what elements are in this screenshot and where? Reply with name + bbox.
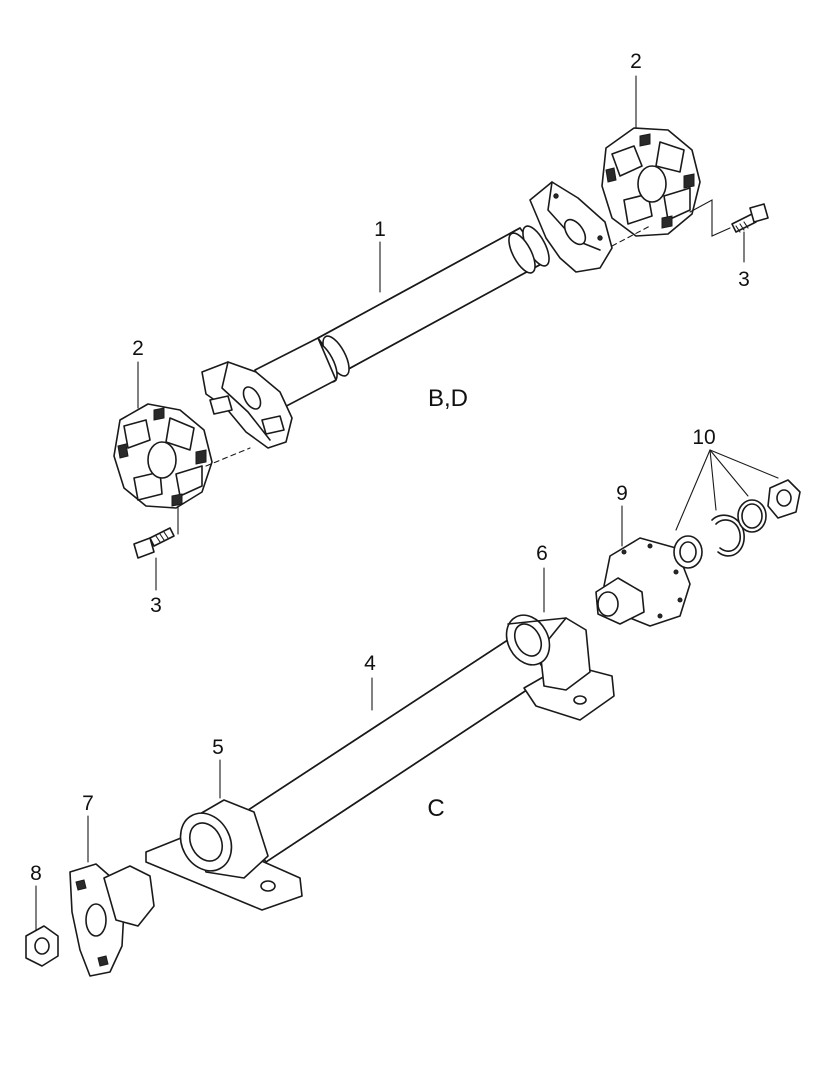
- callout-10: 10: [692, 426, 715, 449]
- flexible-coupling-left: [113, 403, 213, 509]
- callout-3-right: 3: [738, 268, 750, 291]
- snap-ring: [711, 514, 745, 557]
- callout-2-top: 2: [630, 50, 642, 73]
- callout-9: 9: [616, 482, 628, 505]
- shaft-right-flange-yoke: [529, 181, 613, 273]
- center-bearing-support-right: [505, 614, 615, 721]
- coupling-bolt-left: [133, 527, 175, 559]
- callout-1: 1: [374, 218, 386, 241]
- leader-lines: [35, 75, 779, 931]
- center-bearing-support-left: [145, 799, 303, 911]
- callout-4: 4: [364, 652, 376, 675]
- callout-6: 6: [536, 542, 548, 565]
- o-ring: [737, 499, 767, 533]
- group-label-lower: C: [427, 795, 444, 822]
- callout-2-left: 2: [132, 337, 144, 360]
- callout-5: 5: [212, 736, 224, 759]
- propeller-shaft-tube: [254, 225, 550, 413]
- callout-3-left: 3: [150, 594, 162, 617]
- lock-nut-left: [25, 925, 59, 967]
- washer: [673, 535, 703, 569]
- assembly-lines-upper: [177, 199, 731, 535]
- callout-8: 8: [30, 862, 42, 885]
- flexible-coupling-right: [601, 127, 701, 237]
- group-label-upper: B,D: [428, 385, 468, 412]
- callout-numbers: 1 2 3 2 3 4 5 6 7 8 9 10: [30, 50, 750, 885]
- callout-7: 7: [82, 792, 94, 815]
- intermediate-shaft: [235, 631, 549, 863]
- yoke-flange: [69, 863, 155, 977]
- companion-flange: [595, 537, 691, 627]
- lock-nut-right: [767, 479, 801, 519]
- coupling-bolt-right: [731, 203, 769, 233]
- shaft-left-flange-yoke: [201, 361, 293, 449]
